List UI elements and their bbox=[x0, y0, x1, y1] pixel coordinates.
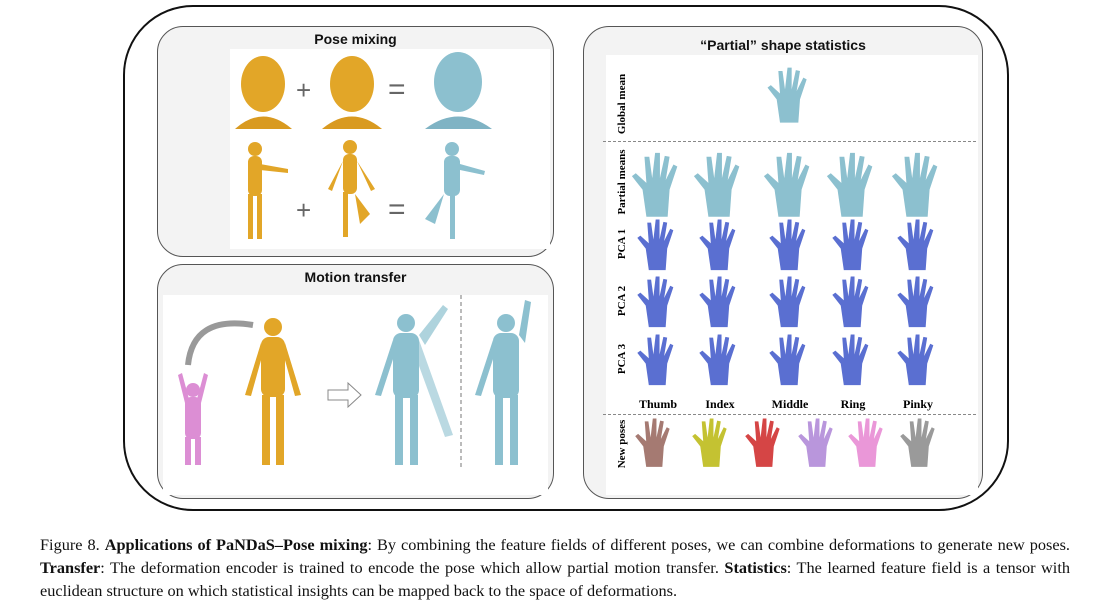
caption-bold: Applications of PaNDaS–Pose mixing bbox=[104, 535, 368, 554]
partial-mean-hand bbox=[824, 151, 882, 219]
pose-mixing-panel: Pose mixing + = + = bbox=[157, 26, 554, 257]
partial-mean-hand bbox=[889, 151, 947, 219]
pose-mixing-title: Pose mixing bbox=[314, 31, 397, 47]
right-arrow-icon bbox=[327, 381, 362, 409]
pose-mixing-figure: + = + = bbox=[235, 52, 492, 239]
plus-sign: + bbox=[296, 75, 311, 105]
motion-transfer-panel: Motion transfer bbox=[157, 264, 554, 499]
figure-caption: Figure 8. Applications of PaNDaS–Pose mi… bbox=[40, 533, 1070, 602]
equals-sign: = bbox=[388, 73, 406, 106]
pca-hand bbox=[767, 218, 813, 272]
pca-hand bbox=[830, 333, 876, 387]
divider-dashed bbox=[603, 414, 976, 415]
motion-transfer-figure bbox=[178, 295, 531, 467]
column-label: Thumb bbox=[638, 397, 678, 411]
source-body-pink bbox=[178, 373, 208, 465]
motion-transfer-images bbox=[163, 295, 548, 495]
pca-hand bbox=[895, 333, 941, 387]
partial-mean-hand bbox=[691, 151, 749, 219]
caption-bold: Transfer bbox=[40, 558, 101, 577]
pca-hand bbox=[830, 218, 876, 272]
figure-frame bbox=[123, 5, 1009, 511]
pca-hand bbox=[635, 218, 681, 272]
pose-mixing-images: + = + = bbox=[230, 49, 550, 249]
new-pose-hand bbox=[690, 417, 734, 468]
statistics-grid bbox=[606, 55, 978, 495]
new-pose-hand bbox=[846, 417, 890, 468]
statistics-panel: “Partial” shape statistics bbox=[583, 26, 983, 499]
pca-hand bbox=[895, 218, 941, 272]
caption-bold: Statistics bbox=[724, 558, 787, 577]
pca-hand bbox=[895, 275, 941, 329]
column-label: Pinky bbox=[902, 397, 933, 411]
body-blue-result bbox=[425, 142, 485, 239]
new-pose-hand bbox=[898, 417, 942, 468]
body-gold-1 bbox=[248, 142, 288, 239]
caption-text: : The deformation encoder is trained to … bbox=[100, 558, 725, 577]
column-label: Index bbox=[705, 397, 735, 411]
caption-text: : By combining the feature fields of dif… bbox=[367, 535, 1070, 554]
result-body-blue-1 bbox=[375, 305, 453, 465]
pca-hand bbox=[697, 275, 743, 329]
pca-hand bbox=[635, 275, 681, 329]
pca-hand bbox=[767, 275, 813, 329]
pca-hand bbox=[697, 218, 743, 272]
caption-text: : The learned feature field is a tensor … bbox=[40, 558, 1070, 600]
new-pose-hand bbox=[633, 417, 677, 468]
global-mean-hand bbox=[765, 66, 815, 124]
pca-hand bbox=[635, 333, 681, 387]
target-body-gold bbox=[245, 318, 301, 465]
pca-hand bbox=[767, 333, 813, 387]
plus-sign: + bbox=[296, 195, 311, 225]
curved-arrow-icon bbox=[185, 320, 254, 366]
column-label: Ring bbox=[840, 397, 866, 411]
partial-mean-hand bbox=[761, 151, 819, 219]
body-gold-2 bbox=[328, 140, 375, 237]
pca-hand bbox=[697, 333, 743, 387]
new-pose-hand bbox=[743, 417, 787, 468]
statistics-title: “Partial” shape statistics bbox=[700, 37, 866, 53]
head-gold-1 bbox=[235, 56, 292, 129]
new-pose-hand bbox=[796, 417, 840, 468]
column-label: Middle bbox=[771, 397, 809, 411]
caption-figure-number: Figure 8. bbox=[40, 535, 100, 554]
divider-dashed bbox=[603, 141, 976, 142]
pca-hand bbox=[830, 275, 876, 329]
head-gold-2 bbox=[322, 56, 382, 129]
partial-mean-hand bbox=[629, 151, 687, 219]
head-blue-result bbox=[425, 52, 492, 129]
result-body-blue-2 bbox=[475, 300, 531, 465]
equals-sign: = bbox=[388, 193, 406, 226]
motion-transfer-title: Motion transfer bbox=[304, 269, 407, 285]
